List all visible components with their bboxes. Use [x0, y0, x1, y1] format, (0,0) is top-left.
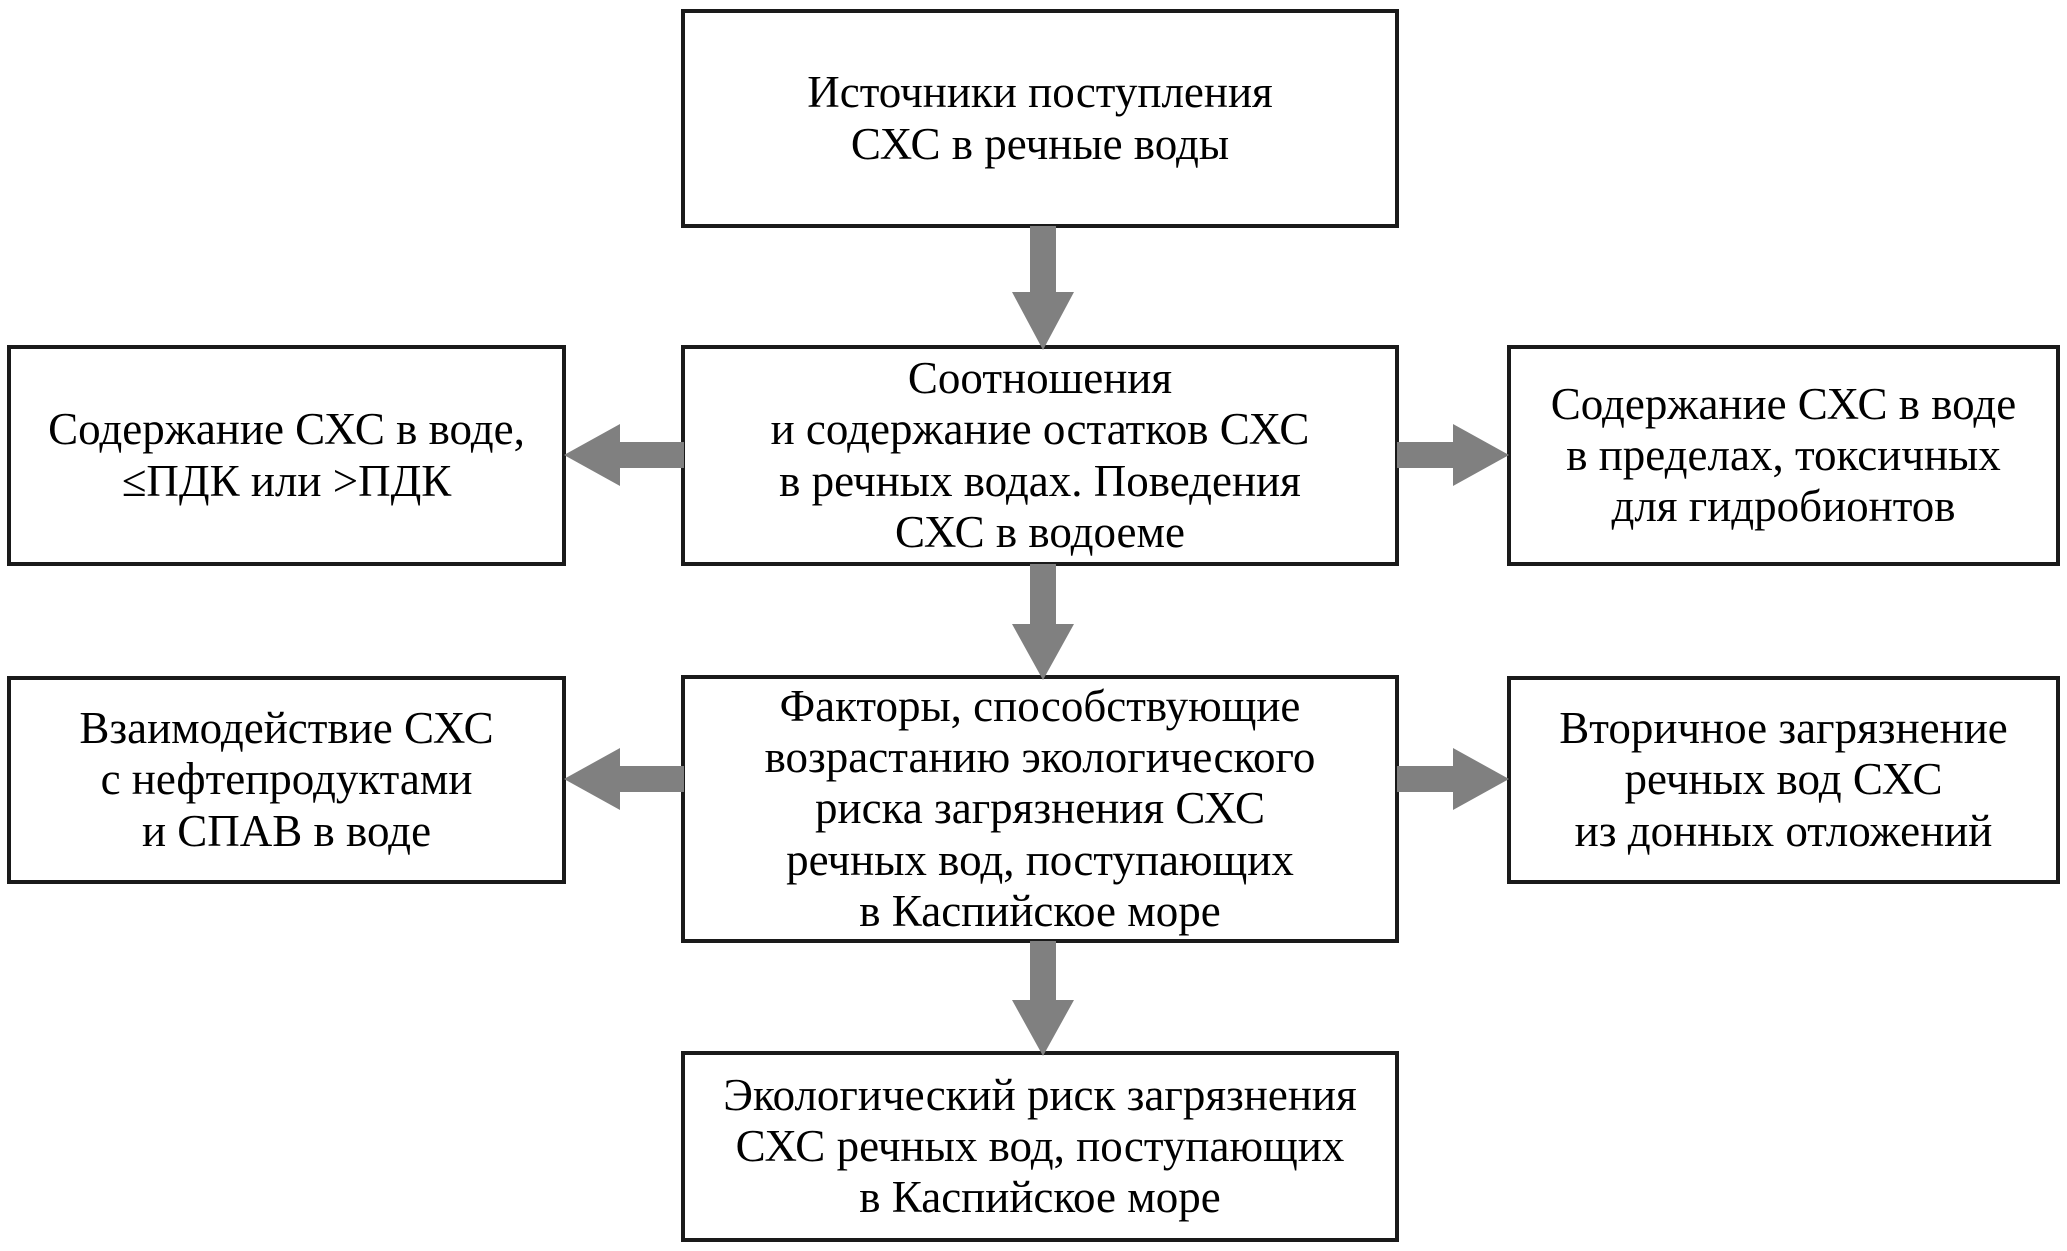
node-sources-label: Источники поступления СХС в речные воды: [807, 67, 1273, 169]
node-content-mpc: Содержание СХС в воде, ≤ПДК или >ПДК: [7, 345, 566, 566]
node-sources: Источники поступления СХС в речные воды: [681, 9, 1399, 228]
arrow-right-icon-center-to-content-toxic: [1397, 424, 1509, 486]
node-ecological-risk: Экологический риск загрязнения СХС речны…: [681, 1051, 1399, 1242]
node-secondary-pollution-label: Вторичное загрязнение речных вод СХС из …: [1559, 703, 2008, 856]
arrow-right-icon-center-to-secondary-pollution: [1397, 748, 1509, 810]
arrow-left-icon-center-to-content-mpc: [564, 424, 684, 486]
node-secondary-pollution: Вторичное загрязнение речных вод СХС из …: [1507, 676, 2060, 884]
arrow-down-icon-mid-to-bottom: [1012, 941, 1074, 1056]
arrow-down-icon-center-to-mid: [1012, 564, 1074, 680]
arrow-down-icon-top-to-center: [1012, 226, 1074, 350]
node-interaction-oil-surfactants: Взаимодействие СХС с нефтепродуктами и С…: [7, 676, 566, 884]
node-content-toxic: Содержание СХС в воде в пределах, токсич…: [1507, 345, 2060, 566]
node-ratios-and-content-label: Соотношения и содержание остатков СХС в …: [770, 352, 1310, 557]
node-risk-factors: Факторы, способствующие возрастанию экол…: [681, 675, 1399, 943]
node-interaction-oil-surfactants-label: Взаимодействие СХС с нефтепродуктами и С…: [79, 703, 494, 856]
node-ecological-risk-label: Экологический риск загрязнения СХС речны…: [723, 1069, 1357, 1223]
node-ratios-and-content: Соотношения и содержание остатков СХС в …: [681, 345, 1399, 566]
node-content-mpc-label: Содержание СХС в воде, ≤ПДК или >ПДК: [48, 404, 525, 506]
node-content-toxic-label: Содержание СХС в воде в пределах, токсич…: [1550, 378, 2017, 532]
arrow-left-icon-center-to-interaction: [564, 748, 684, 810]
node-risk-factors-label: Факторы, способствующие возрастанию экол…: [764, 680, 1316, 936]
